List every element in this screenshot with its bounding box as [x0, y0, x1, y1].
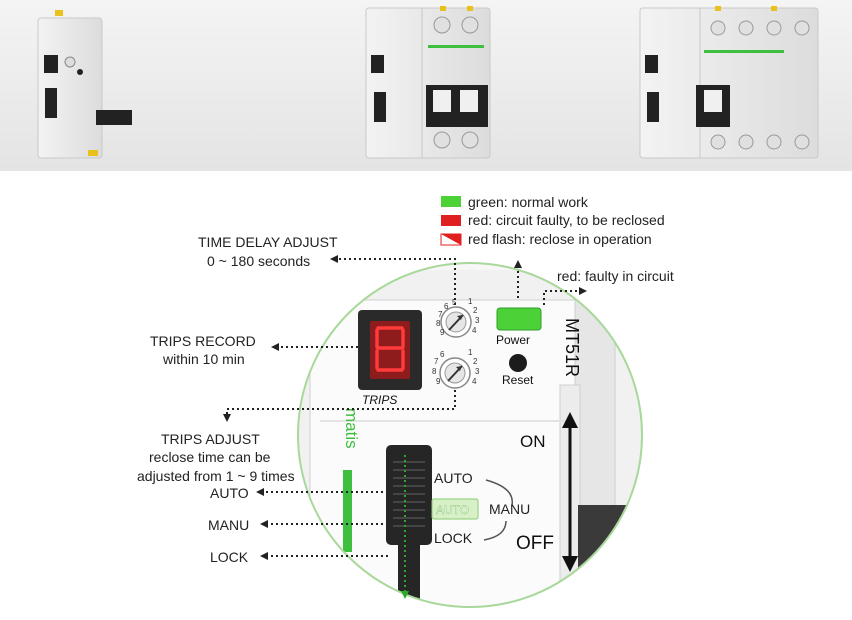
legend-red-flash-text: red flash: reclose in operation	[468, 231, 652, 247]
trips-adjust-line1: reclose time can be	[149, 449, 271, 465]
time-delay-title: TIME DELAY ADJUST	[198, 234, 338, 250]
product-image-single-module	[37, 10, 132, 159]
model-label: MT51R	[562, 318, 582, 377]
dial-digit: 6	[444, 302, 449, 311]
dial-digit: 1	[468, 348, 473, 357]
trips-adjust-title: TRIPS ADJUST	[161, 431, 260, 447]
trips-dial-digits: 9 8 7 6 1 2 3 4	[432, 348, 480, 386]
dial-digit: 4	[472, 377, 477, 386]
legend-green-swatch	[441, 196, 461, 207]
time-delay-dial[interactable]	[440, 306, 472, 338]
time-delay-range: 0 ~ 180 seconds	[207, 253, 310, 269]
legend-red-swatch	[441, 215, 461, 226]
mode-auto-label: AUTO	[434, 470, 473, 486]
product-photo-strip	[0, 0, 852, 170]
power-led	[496, 307, 542, 331]
on-off-double-arrow	[562, 412, 578, 572]
lock-callout: LOCK	[210, 549, 249, 565]
faulty-leader	[543, 287, 587, 305]
callout-leaders	[223, 255, 587, 560]
trips-record-title: TRIPS RECORD	[150, 333, 256, 349]
dial-digit: 7	[438, 310, 443, 319]
power-label: Power	[496, 333, 530, 347]
dial-digit: 8	[432, 367, 437, 376]
magnifier-border	[297, 262, 643, 608]
mode-current-label: AUTO	[436, 503, 469, 517]
trips-record-sub: within 10 min	[162, 351, 245, 367]
mode-lock-label: LOCK	[434, 530, 473, 546]
strip-divider	[0, 170, 852, 171]
dial-digit: 6	[440, 350, 445, 359]
off-label: OFF	[516, 533, 554, 554]
dial-digit: 9	[440, 328, 445, 337]
auto-callout: AUTO	[210, 485, 249, 501]
brand-fragment: matis	[342, 408, 361, 449]
trips-label: TRIPS	[362, 393, 397, 407]
status-legend: green: normal work red: circuit faulty, …	[440, 194, 665, 247]
product-image-two-pole	[365, 6, 491, 159]
legend-green-text: green: normal work	[468, 194, 589, 210]
reset-label: Reset	[502, 373, 534, 387]
reset-button[interactable]	[509, 354, 527, 372]
dial-digit: 3	[475, 316, 480, 325]
dial-digit: 5	[452, 298, 457, 307]
mode-cycle-arrow-bottom	[483, 520, 507, 541]
on-label: ON	[520, 432, 546, 451]
dial-digit: 7	[434, 357, 439, 366]
trips-display	[358, 310, 422, 390]
time-delay-leader	[330, 255, 456, 305]
dial-digit: 4	[472, 326, 477, 335]
mode-switch[interactable]	[386, 445, 432, 610]
product-image-four-pole	[639, 6, 819, 159]
trips-adjust-dial[interactable]	[439, 357, 471, 389]
legend-red-flash-swatch	[440, 233, 462, 246]
mode-cycle-arrow-top	[485, 479, 513, 506]
brand-green-strip	[343, 470, 352, 552]
trips-adjust-line2: adjusted from 1 ~ 9 times	[137, 468, 295, 484]
dial-digit: 3	[475, 367, 480, 376]
legend-red-text: red: circuit faulty, to be reclosed	[468, 212, 665, 228]
mode-manu-label: MANU	[489, 501, 530, 517]
dial-digit: 2	[473, 357, 478, 366]
dial-digit: 2	[473, 306, 478, 315]
dial-digit: 1	[468, 297, 473, 306]
manu-callout: MANU	[208, 517, 249, 533]
dial-digit: 9	[436, 377, 441, 386]
faulty-note: red: faulty in circuit	[557, 268, 674, 284]
mode-indicator-window	[431, 498, 479, 520]
dial-digit: 8	[436, 319, 441, 328]
time-delay-dial-digits: 9 8 7 6 5 1 2 3 4	[436, 297, 480, 337]
